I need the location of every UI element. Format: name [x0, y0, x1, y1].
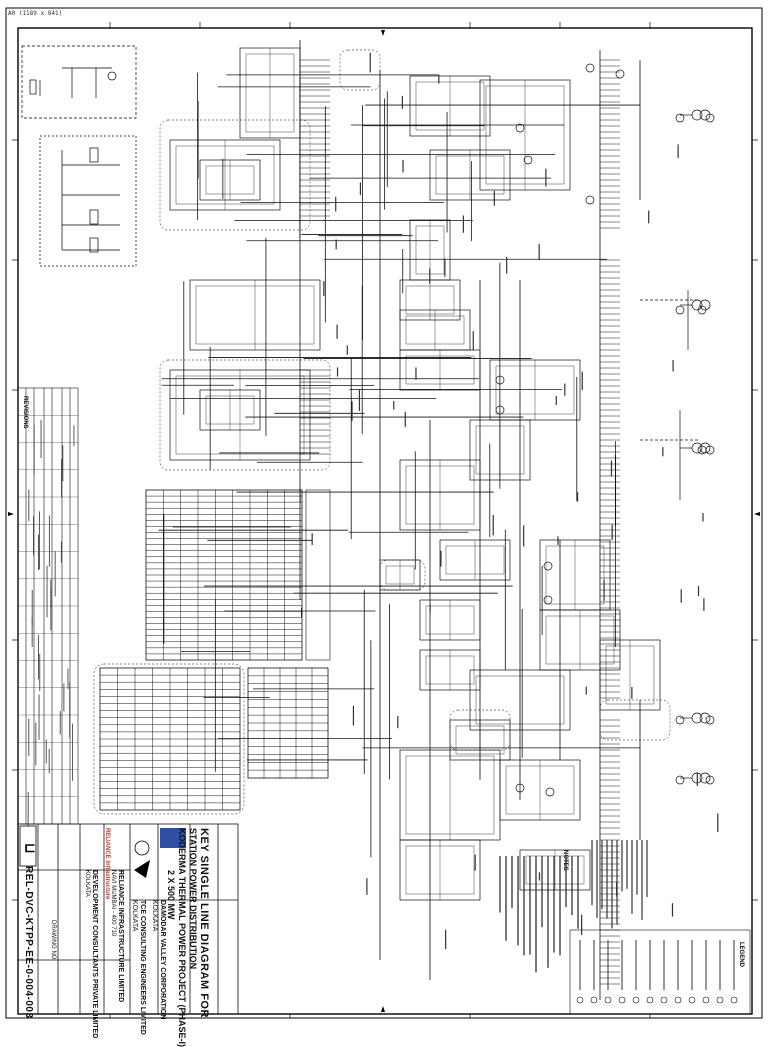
title-block: [17, 823, 239, 1015]
developer-name: DEVELOPMENT CONSULTANTS PRIVATE LIMITED: [91, 870, 98, 1039]
owner-city: KOLKATA: [151, 900, 158, 932]
switchgear-boards: [159, 47, 671, 901]
drawing-no-label: DRAWING NO.: [50, 920, 56, 962]
border-ticks: [12, 22, 758, 1018]
developer-city: KOLKATA: [84, 870, 90, 897]
consultant-name: TCE CONSULTING ENGINEERS LIMITED: [139, 900, 146, 1035]
dashed-area-top-left: [21, 45, 137, 119]
drawing-number: REL-DVC-KTPP-EE-0-004-003: [23, 866, 34, 1019]
revision-block: [17, 387, 79, 837]
sheet-size-label: A0 (1189 x 841): [8, 10, 63, 17]
notes-block: [499, 840, 648, 973]
center-markers: [8, 30, 760, 1012]
notes-heading: NOTES: [562, 850, 568, 871]
title-line-4: 2 X 500 MW: [166, 870, 176, 920]
revisions-heading: REVISIONS: [22, 396, 28, 429]
sheet-outer-border: [5, 7, 763, 1019]
single-line-diagram-sheet: ⊏: [5, 7, 763, 1019]
title-line-2: STATION POWER DISTRIBUTION: [188, 828, 198, 970]
legend-block: [569, 929, 751, 1015]
motor-transformer-symbols: [299, 52, 719, 950]
consultant-city: KOLKATA: [131, 900, 138, 932]
logos: ⊏: [19, 825, 186, 878]
schedule-tables: [93, 489, 331, 815]
logo-text: RELIANCE Infrastructure: [104, 828, 110, 900]
title-line-1: KEY SINGLE LINE DIAGRAM FOR: [198, 828, 210, 1018]
owner-name: DAMODAR VALLEY CORPORATION: [159, 900, 166, 1020]
left-feeder-group: [39, 135, 137, 267]
legend-heading: LEGEND: [738, 942, 744, 968]
contractor-name: RELIANCE INFRASTRUCTURE LIMITED: [117, 870, 124, 1003]
title-line-3: KODERMA THERMAL POWER PROJECT (PHASE-I): [177, 828, 187, 1047]
gen-symbols-top-left: [29, 67, 117, 98]
contractor-sub: NAVI MUMBAI - 400 710: [110, 870, 116, 937]
svg-text:⊏: ⊏: [24, 839, 36, 855]
